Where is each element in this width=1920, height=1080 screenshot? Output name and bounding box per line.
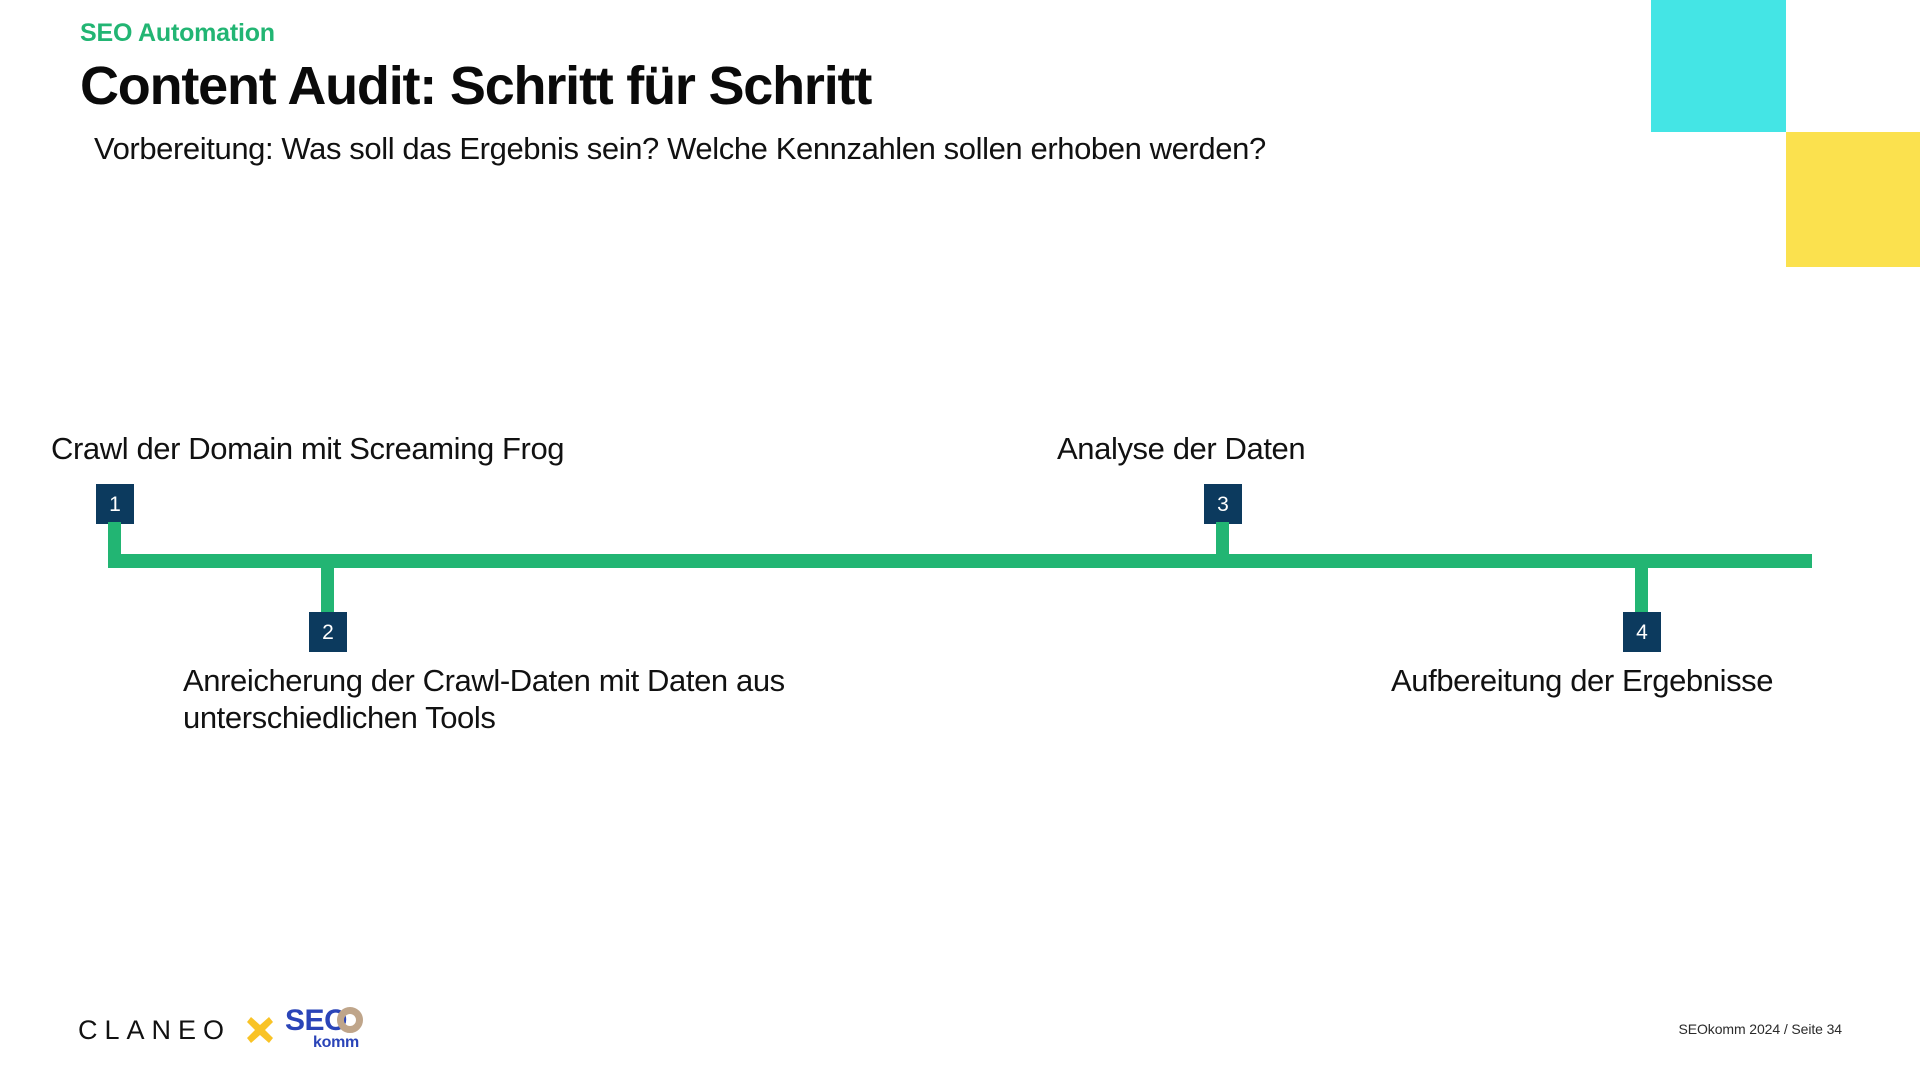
timeline-node-1-label: Crawl der Domain mit Screaming Frog <box>51 431 565 466</box>
decorative-block-cyan <box>1651 0 1786 132</box>
x-separator-icon <box>247 1017 274 1043</box>
footer-logo-group: CLANEO SEO komm <box>78 1004 364 1054</box>
timeline-node-4-stem <box>1635 562 1648 614</box>
seokomm-logo: SEO komm <box>285 1004 364 1054</box>
seokomm-logo-komm: komm <box>313 1034 359 1051</box>
timeline-node-4-label: Aufbereitung der Ergebnisse <box>1391 663 1774 698</box>
seokomm-logo-ring-icon <box>337 1007 364 1033</box>
timeline-node-2-badge: 2 <box>309 612 347 652</box>
timeline-node-3-label: Analyse der Daten <box>1057 431 1306 466</box>
timeline-node-1-stem <box>108 522 121 560</box>
timeline-node-4-badge: 4 <box>1623 612 1661 652</box>
timeline-node-3-badge: 3 <box>1204 484 1242 524</box>
timeline-node-2-label: Anreicherung der Crawl-Daten mit Daten a… <box>183 663 785 736</box>
timeline-axis <box>108 554 1812 568</box>
page-title: Content Audit: Schritt für Schritt <box>80 56 872 116</box>
slide-page-reference: SEOkomm 2024 / Seite 34 <box>1678 1021 1843 1037</box>
timeline-node-3-stem <box>1216 522 1229 560</box>
decorative-block-yellow <box>1786 132 1920 267</box>
claneo-logo: CLANEO <box>78 1014 232 1045</box>
timeline-node-1-badge: 1 <box>96 484 134 524</box>
slide-header: SEO Automation Content Audit: Schritt fü… <box>80 18 1640 169</box>
timeline-node-2-stem <box>321 562 334 614</box>
slide-eyebrow: SEO Automation <box>80 19 275 47</box>
slide-subtitle: Vorbereitung: Was soll das Ergebnis sein… <box>94 131 1266 167</box>
seokomm-logo-seo: SEO <box>285 1004 347 1037</box>
